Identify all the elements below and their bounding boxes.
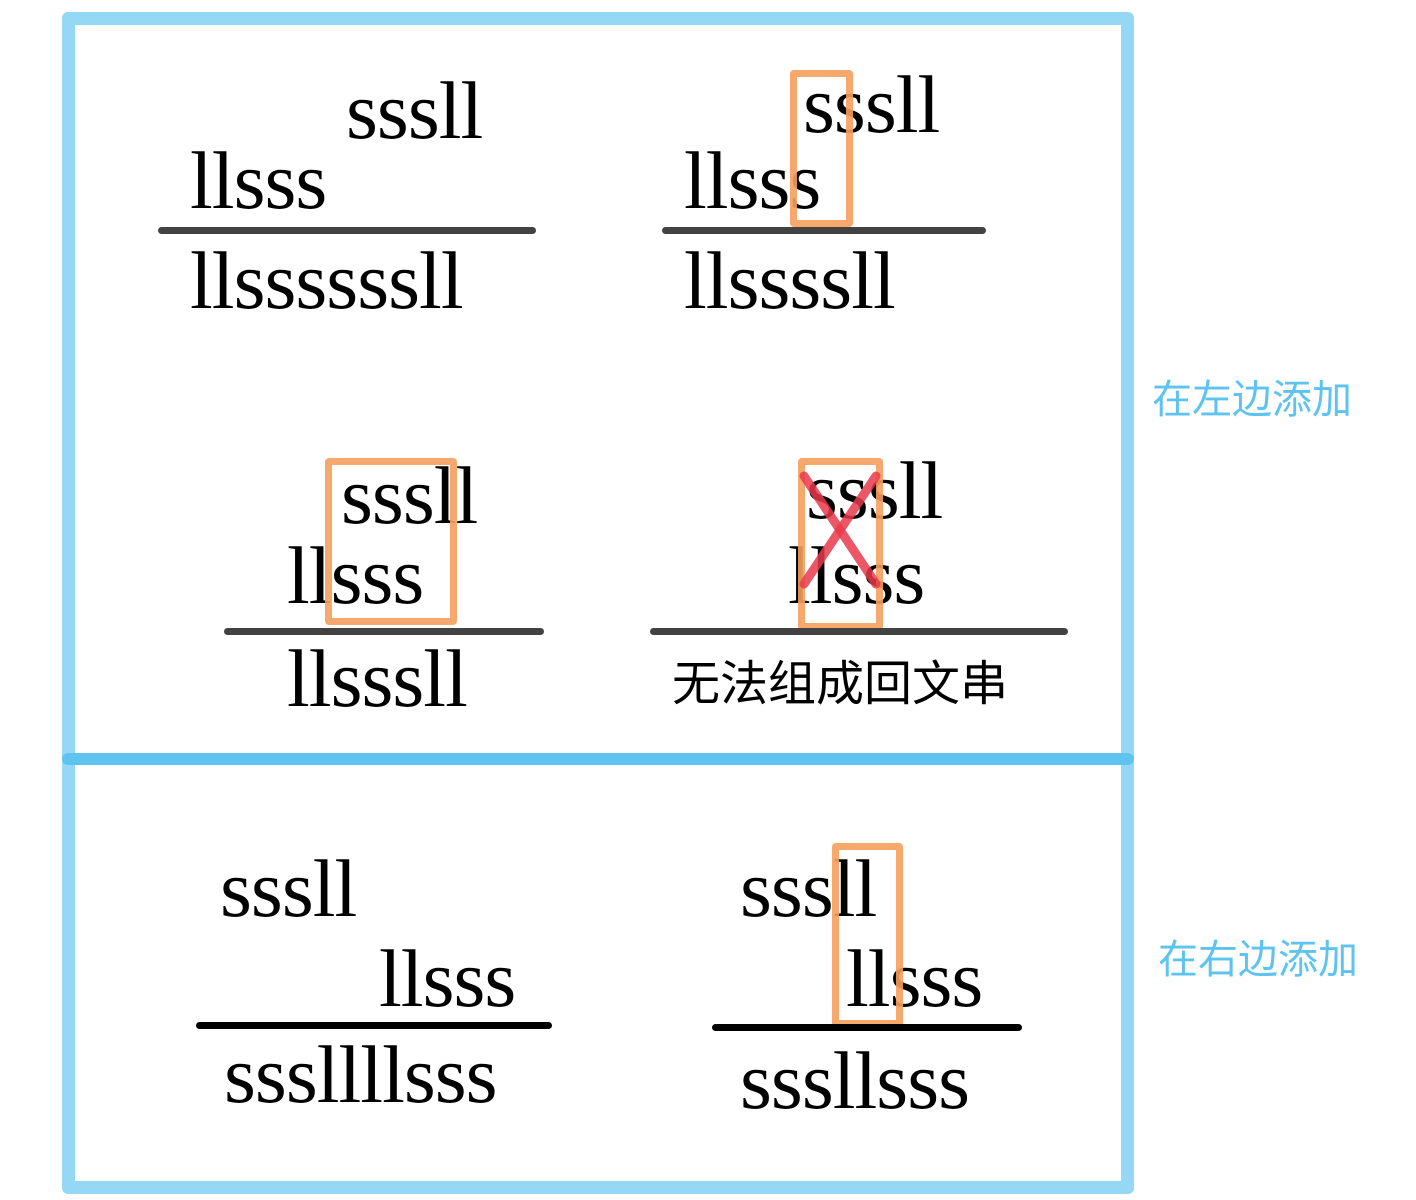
bottom-string: llsss (190, 135, 327, 226)
top-string: sssll (346, 65, 483, 156)
bottom-string: llsss (846, 933, 983, 1024)
bottom-string: llsss (379, 933, 516, 1024)
result-string: llssssll (684, 235, 896, 326)
result-string: sssllsss (740, 1035, 970, 1126)
section-divider (62, 753, 1134, 765)
sum-rule (158, 227, 536, 234)
overlap-highlight (832, 843, 903, 1027)
bottom-string: llsss (287, 530, 424, 621)
top-string: sssll (220, 843, 357, 934)
top-string: sssll (803, 59, 940, 150)
overlap-highlight (325, 458, 457, 625)
sum-rule (196, 1022, 552, 1029)
cross-icon (799, 471, 881, 589)
outer-frame (62, 12, 1134, 1194)
result-string: sssllllsss (224, 1029, 498, 1120)
bottom-string: llsss (684, 135, 821, 226)
overlap-highlight (790, 70, 853, 227)
sum-rule (650, 628, 1068, 635)
overlap-highlight (798, 458, 883, 630)
sum-rule (712, 1024, 1022, 1031)
result-text: 无法组成回文串 (672, 656, 1009, 712)
sum-rule (224, 628, 544, 635)
left-add-label: 在左边添加 (1152, 377, 1352, 423)
top-string: sssll (740, 843, 877, 934)
sum-rule (662, 227, 986, 234)
result-string: llsssll (287, 633, 468, 724)
result-string: llssssssll (190, 235, 464, 326)
right-add-label: 在右边添加 (1158, 937, 1358, 983)
